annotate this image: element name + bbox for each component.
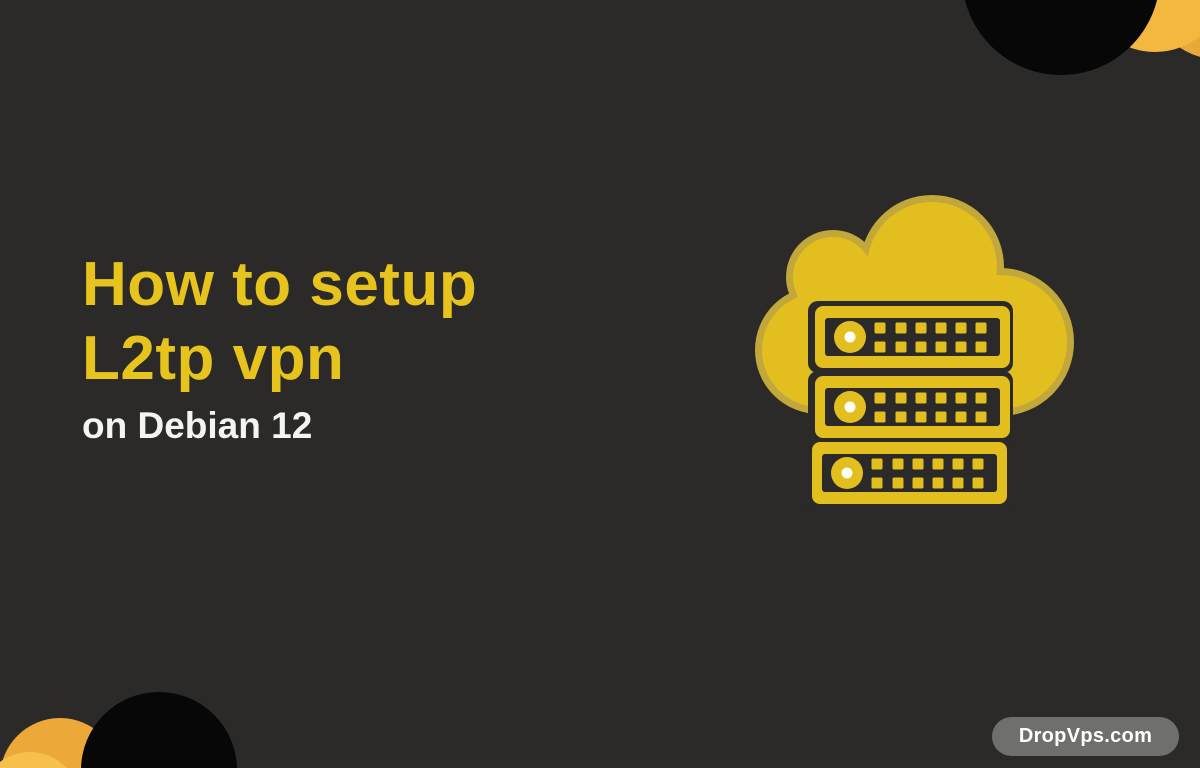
headline-block: How to setup L2tp vpn on Debian 12 [82, 248, 642, 448]
site-badge-label: DropVps.com [1018, 725, 1153, 747]
title-line-2: L2tp vpn [82, 324, 345, 393]
title-line-1: How to setup [82, 250, 478, 319]
corner-circle-black-icon [962, 0, 1160, 75]
subtitle: on Debian 12 [82, 405, 313, 446]
site-badge: DropVps.com [992, 717, 1179, 756]
server-rack-3-icon [812, 442, 1007, 504]
server-rack-2-icon [815, 376, 1010, 438]
corner-circle-black-icon [81, 692, 237, 768]
server-rack-1-icon [815, 306, 1010, 368]
cloud-servers-icon [755, 195, 1074, 509]
